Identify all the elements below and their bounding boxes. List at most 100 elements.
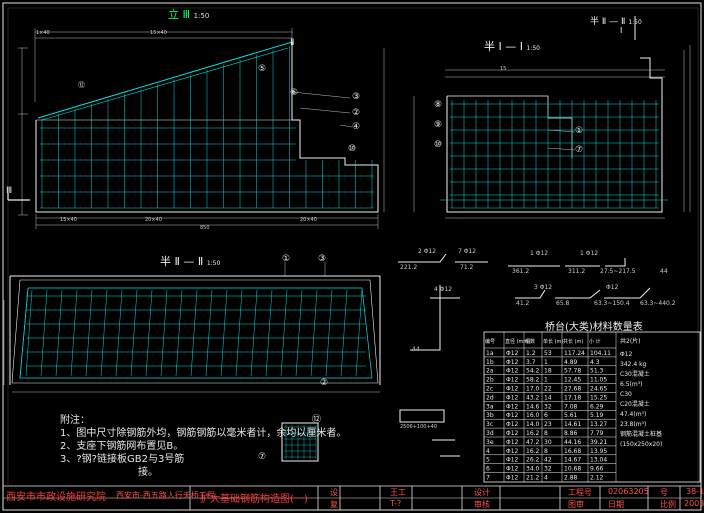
section-ii-title: 半 Ⅱ — Ⅱ 1:50 [160,255,221,268]
table-cell: 44.16 [564,439,581,446]
rebar-vertical [325,289,333,377]
bar-label-2: 7 Φ12 [458,248,477,255]
rebar-vertical [130,289,138,377]
sign-1: 王工 [390,488,406,497]
table-cell: Φ12 [506,448,519,455]
dim-sec-top: 15 [500,66,507,72]
elevation-view [7,28,385,229]
table-cell: 16.2 [526,430,540,437]
rebar-vertical [85,289,93,377]
table-side-note: 342.4 kg [620,361,647,368]
table-header-extra: 共2(片) [620,337,641,345]
table-cell: 117.24 [564,350,585,357]
rebar-vertical [355,289,363,377]
bar-dim-4: 311.2 [568,268,586,275]
rebar-vertical [25,289,33,377]
table-cell: 5 [486,457,490,464]
sheet-no: 38-15 [686,487,704,496]
table-cell: Φ12 [506,394,519,401]
callout-12: ⑫ [78,81,85,89]
bar-details [281,253,651,462]
table-cell: 12.45 [564,377,581,384]
table-header-cell: 编号 [485,338,495,345]
table-cell: 13.95 [590,448,607,455]
table-cell: 1 [544,377,548,384]
callout-3: ③ [352,92,361,102]
table-cell: 13.27 [590,421,607,428]
table-cell: 3e [486,439,494,446]
table-cell: 7 [486,475,490,482]
table-cell: 57.78 [564,368,581,375]
drawn-label: 图审 [568,500,584,509]
bar-dim-6: 44 [660,268,668,275]
table-cell: 58.2 [526,377,540,384]
bar-label-1: 2 Φ12 [418,248,437,255]
table-cell: 16.2 [526,448,540,455]
table-cell: 16.68 [564,448,581,455]
table-cell: Φ12 [506,466,519,473]
bar-dim-44: 44 [412,346,420,353]
bar-label-4: 1 Φ12 [580,250,599,257]
section-i-mark: Ⅰ [620,26,623,35]
bar-label-5: 4 Φ12 [434,286,453,293]
table-cell: 1.2 [526,350,536,357]
table-header-cell: 单长 (m) [543,338,563,345]
design-label: 设计 [474,488,490,497]
table-side-note: 6.5(m³) [620,381,642,388]
table-cell: 10.68 [564,466,581,473]
table-cell: Φ12 [506,475,519,482]
bar-label-7: Φ12 [606,284,619,291]
table-header-cell: 直径 (mm) [505,338,530,345]
table-cell: Φ12 [506,457,519,464]
title-block-text: 西安市市政设施研究院 西安市-西五路人行天桥工程 扩大基础钢筋构造图(一) 设 … [4,486,704,510]
dim-top-1: 15×40 [150,30,167,36]
table-cell: 26.2 [526,457,540,464]
bar-dim-7: 41.2 [516,300,530,307]
bar-label-3: 1 Φ12 [530,250,549,257]
table-cell: 7.08 [564,403,578,410]
rebar-vertical [235,289,243,377]
table-cell: Φ12 [506,377,519,384]
table-side-note: C30 [620,391,632,398]
table-cell: 14.67 [564,457,581,464]
dim-bottom-2: 20×40 [300,217,317,223]
table-cell: 15.25 [590,394,607,401]
rebar-vertical [340,289,348,377]
bar-dim-9: 63.3~150.4 [594,300,630,307]
section-ii-view [3,262,381,393]
callout-sec-8: ⑧ [434,100,443,110]
rebar-vertical [115,289,123,377]
table-cell: Φ12 [506,430,519,437]
table-cell: 24.65 [590,386,607,393]
bar-dim-1: 221.2 [400,264,418,271]
table-cell: 5.61 [564,412,578,419]
table-cell: 2b [486,377,494,384]
note-1: 1、图中尺寸除钢筋外均，钢筋钢筋以毫米者计，余均以厘米者。 [60,428,347,439]
rebar-vertical [265,289,273,377]
table-side-note: 23.8(m³) [620,421,646,428]
table-cell: 4.3 [590,359,600,366]
table-cell: 54.2 [526,368,540,375]
table-cell: 17.0 [526,386,540,393]
table-cell: Φ12 [506,368,519,375]
drawing-title: 扩大基础钢筋构造图(一) [200,494,308,505]
table-cell: 104.11 [590,350,611,357]
dim-top-0: 1×40 [36,30,50,36]
designer-label: 设 [330,488,338,497]
callout-4: ④ [352,122,361,132]
callout-plan-3: ② [320,378,329,388]
table-cell: Φ12 [506,421,519,428]
table-cell: 8 [544,448,548,455]
table-cell: 30 [544,439,552,446]
table-cell: 3d [486,430,494,437]
bar-dim-5: 27.5~217.5 [600,268,636,275]
table-cell: 1b [486,359,494,366]
table-cell: 2d [486,394,494,401]
title-block [3,485,701,510]
dim-bottom-total: 850 [200,225,210,231]
bar-dim-8: 65.8 [556,300,570,307]
checker-label: 复 [330,500,338,509]
